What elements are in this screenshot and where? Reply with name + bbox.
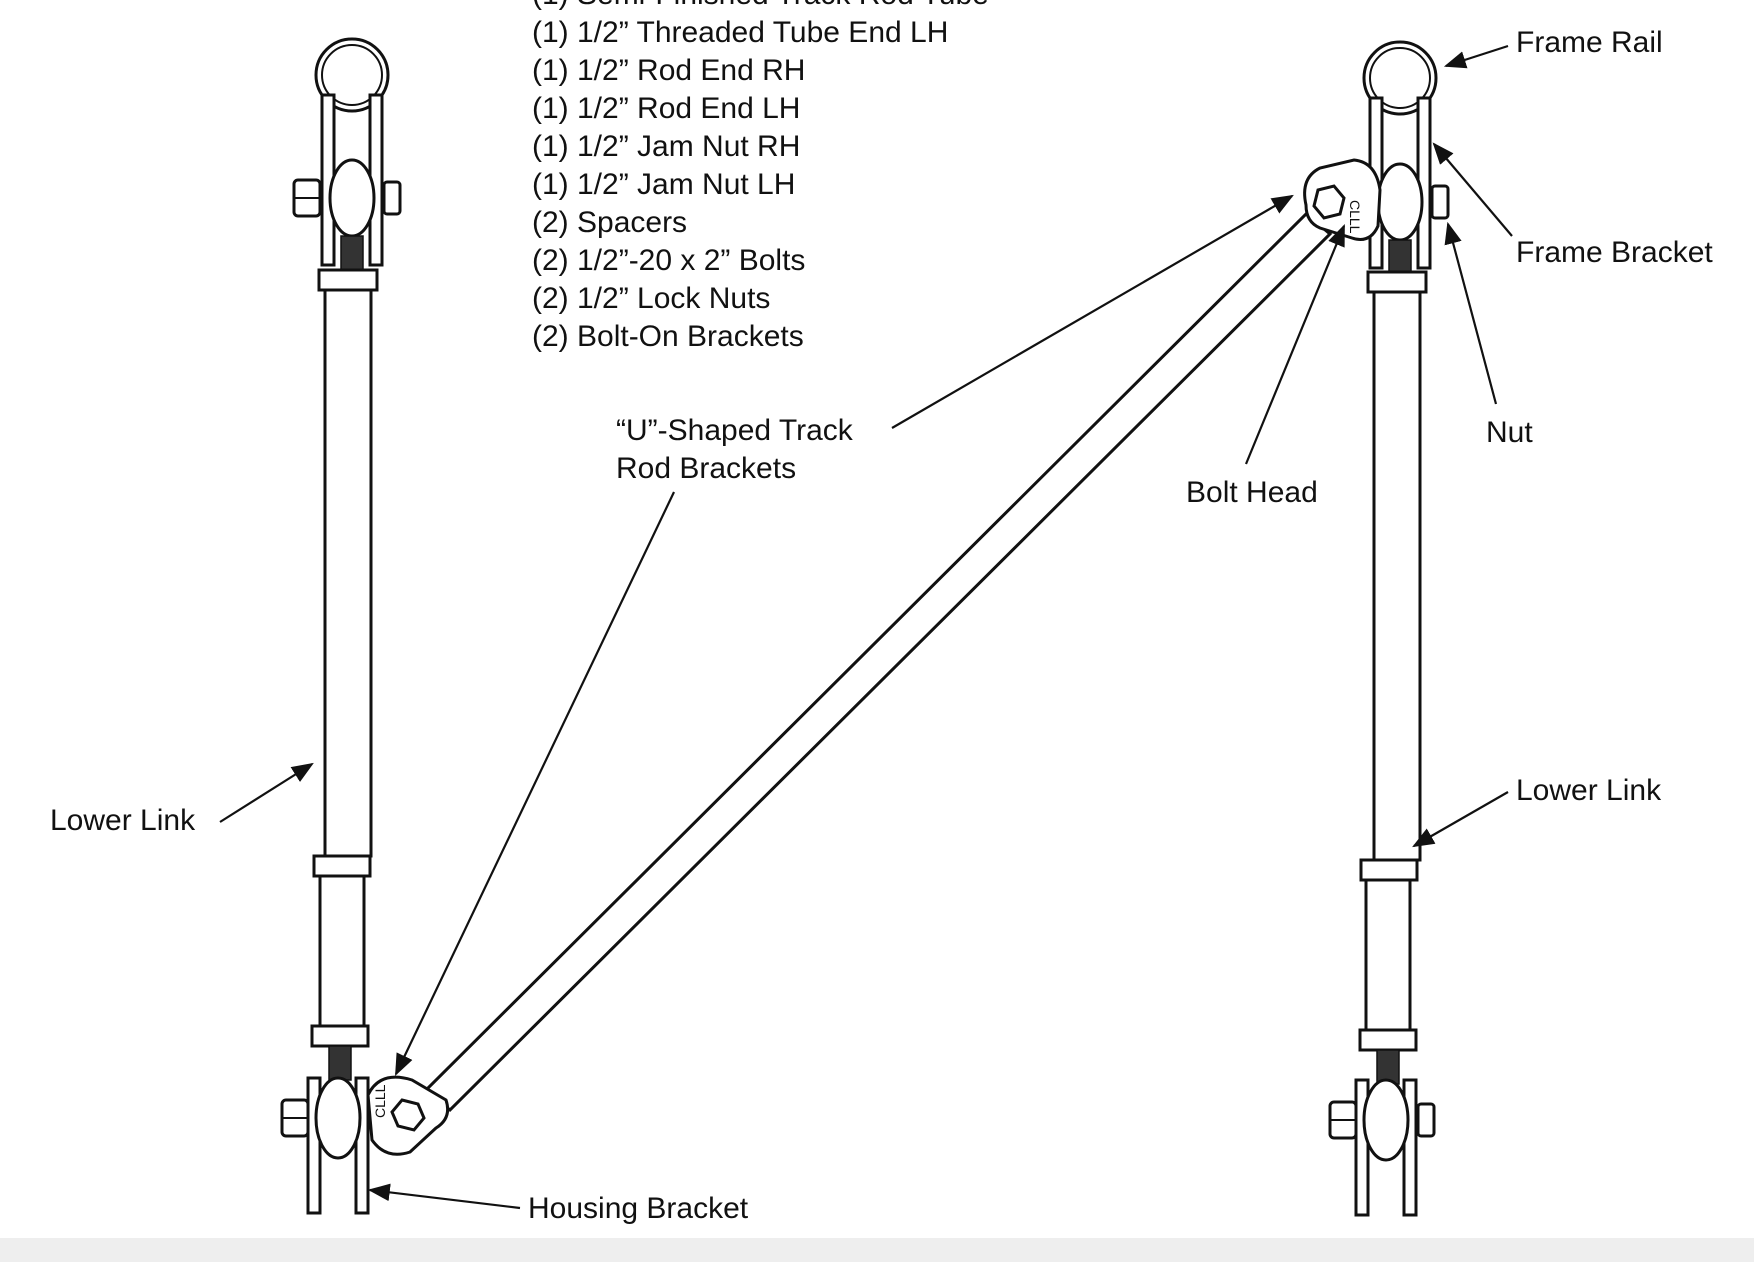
parts-list-item: (2) Bolt-On Brackets [532,320,804,353]
upper-bracket-bolt-head [1312,184,1346,220]
right-lower-jam-nut [1358,1028,1418,1052]
left-upper-nut [382,180,402,216]
parts-list-item: (1) 1/2” Threaded Tube End LH [532,16,948,49]
svg-text:CLLL: CLLL [372,1084,388,1118]
right-middle-jam-nut [1359,858,1419,882]
lower-bracket-bolt-head [390,1098,426,1132]
label-frame-bracket: Frame Bracket [1516,236,1713,269]
label-nut: Nut [1486,416,1533,449]
parts-list-item: (2) 1/2” Lock Nuts [532,282,770,315]
bolt-head-leader [1244,223,1346,465]
housing-bracket-leader [367,1183,521,1210]
label-lower-link-left: Lower Link [50,804,196,837]
frame-bracket-leader [1432,142,1513,237]
right-lower-nut [1416,1102,1436,1138]
parts-list-item: (2) 1/2”-20 x 2” Bolts [532,244,805,277]
right-lower-eye [1362,1078,1410,1162]
parts-list: (1) Semi-Finished Track Rod Tube (1) 1/2… [532,0,989,353]
right-lower-link-tube [1372,290,1422,862]
track-rod: CLLL CLLL [366,158,1382,1156]
left-frame-rail [314,37,390,113]
parts-list-item: (1) Semi-Finished Track Rod Tube [532,0,989,11]
left-lower-jam-nut [310,1024,370,1048]
callout-labels: Frame Rail Frame Bracket Nut Bolt Head “… [50,26,1713,1225]
left-upper-jam-nut [317,268,379,292]
nut-leader [1444,221,1498,405]
label-frame-rail: Frame Rail [1516,26,1663,59]
left-lower-link-tube [323,288,373,858]
parts-list-item: (1) 1/2” Rod End LH [532,92,800,125]
lower-link-left-leader [219,762,314,823]
left-upper-eye [328,158,376,238]
parts-list-item: (1) 1/2” Jam Nut LH [532,168,795,201]
frame-rail-leader [1443,44,1509,69]
left-lower-link-assembly [280,37,402,1215]
right-upper-nut [1430,184,1450,220]
leader-lines [219,44,1513,1210]
label-u-bracket-line2: Rod Brackets [616,452,796,485]
lower-link-right-leader [1412,791,1509,848]
left-middle-jam-nut [312,854,372,878]
label-housing-bracket: Housing Bracket [528,1192,749,1225]
footer-strip [0,1238,1754,1262]
u-bracket-upper-leader [891,194,1294,429]
label-u-bracket-line1: “U”-Shaped Track [616,414,854,447]
right-upper-jam-nut [1366,270,1428,294]
svg-text:CLLL: CLLL [1347,200,1363,234]
parts-list-item: (1) 1/2” Rod End RH [532,54,805,87]
left-lower-eye [314,1076,362,1160]
u-bracket-lower-leader [395,491,675,1076]
label-bolt-head: Bolt Head [1186,476,1318,509]
right-frame-rail [1362,40,1438,116]
label-lower-link-right: Lower Link [1516,774,1662,807]
parts-list-item: (1) 1/2” Jam Nut RH [532,130,800,163]
right-upper-eye [1376,162,1424,242]
parts-list-item: (2) Spacers [532,206,687,239]
